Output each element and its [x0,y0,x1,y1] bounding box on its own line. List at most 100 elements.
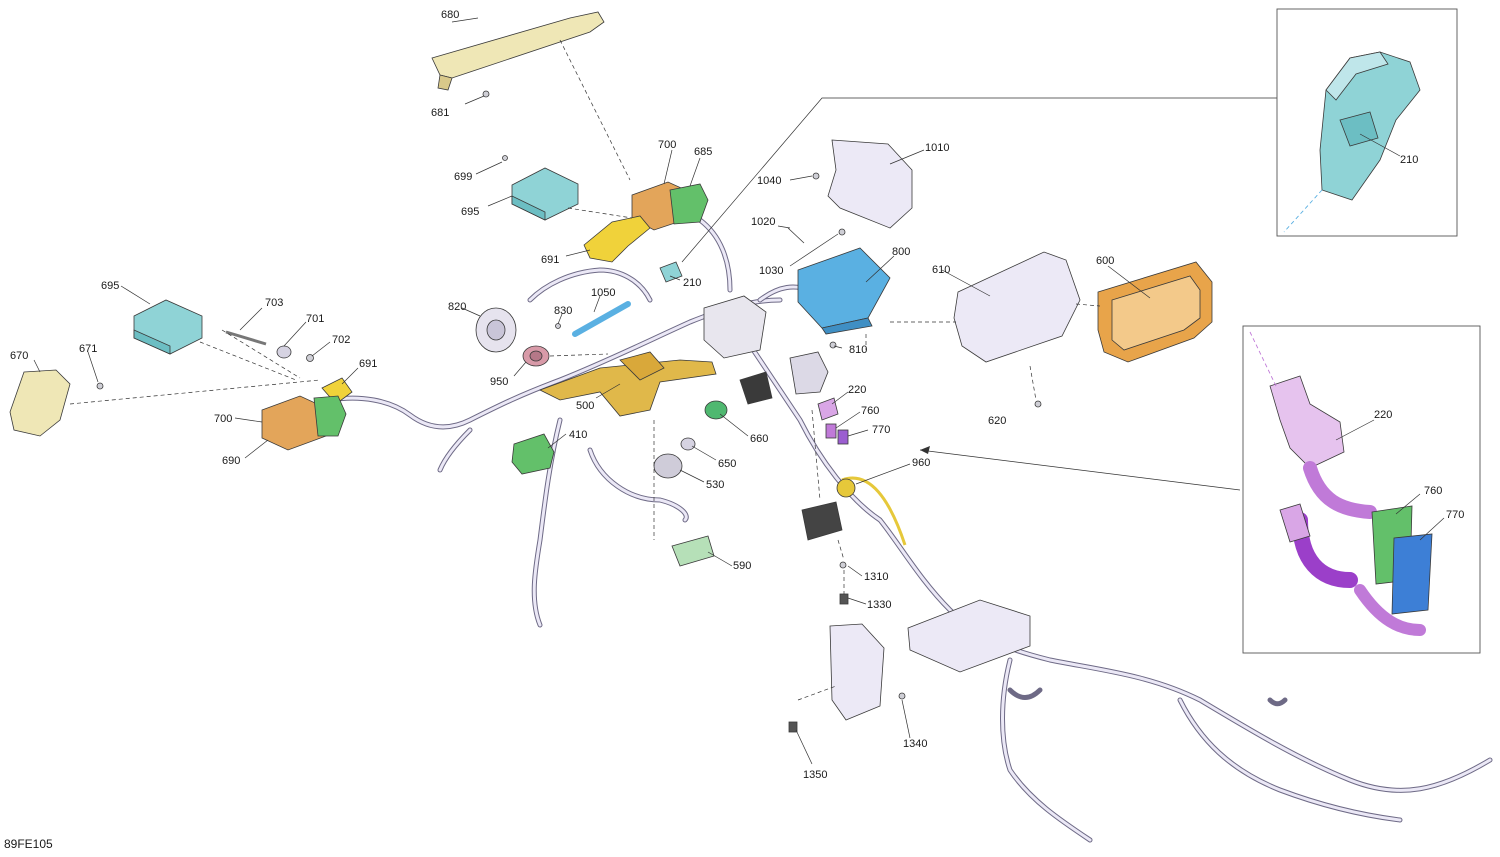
callout-1030: 1030 [759,265,783,277]
callout-820: 820 [448,301,466,313]
part-695-module-top [511,167,579,221]
leader-lines [33,17,1278,765]
part-1020-bolt [787,227,805,244]
part-671-screw [96,382,104,390]
callout-590: 590 [733,560,751,572]
part-220-connector [817,397,839,421]
callout-670: 670 [10,350,28,362]
callout-703: 703 [265,297,283,309]
callout-660: 660 [750,433,768,445]
inset-210 [1276,8,1458,237]
callout-702: 702 [332,334,350,346]
callout-700-left: 700 [214,413,232,425]
callout-681: 681 [431,107,449,119]
callout-671: 671 [79,343,97,355]
callout-960: 960 [912,457,930,469]
callout-700-top: 700 [658,139,676,151]
wire-harness [327,217,1493,843]
part-681-screw [482,90,490,98]
part-660-switch [704,400,728,420]
part-700-690-unit-left [261,395,347,451]
callout-620: 620 [988,415,1006,427]
part-691-bracket-top [583,215,651,263]
part-600-cluster [1097,261,1213,363]
part-lower-bracket [829,623,885,721]
callout-labels: 680 681 699 700 685 695 691 210 1040 101… [4,9,1464,851]
callout-210: 210 [683,277,701,289]
part-connector-dark [801,501,843,541]
callout-1330: 1330 [867,599,891,611]
part-810-screw [829,341,837,349]
callout-inset-770: 770 [1446,509,1464,521]
part-820-horn [475,307,517,353]
part-210-connector [659,261,683,283]
part-770-connector [837,429,849,445]
part-1340-screw [898,692,906,700]
part-590-switch [671,535,715,567]
part-960-connector [836,478,856,498]
part-670-bracket [9,369,71,437]
callout-950: 950 [490,376,508,388]
callout-610: 610 [932,264,950,276]
callout-500: 500 [576,400,594,412]
callout-220: 220 [848,384,866,396]
part-610-cover [953,251,1081,363]
part-650-cap [680,437,696,451]
inset-220-760-770 [1242,325,1481,654]
callout-701: 701 [306,313,324,325]
part-830-screw [555,323,561,329]
callout-770: 770 [872,424,890,436]
callout-1040: 1040 [757,175,781,187]
callout-1010: 1010 [925,142,949,154]
callout-830: 830 [554,305,572,317]
part-620-screw [1034,400,1042,408]
part-530-knob [653,453,683,479]
callout-410: 410 [569,429,587,441]
part-701-washer [276,345,292,359]
callout-650: 650 [718,458,736,470]
part-fuse-box [907,599,1031,673]
callout-685: 685 [694,146,712,158]
part-950-component [522,345,550,367]
part-703-bolt [225,330,267,346]
callout-699: 699 [454,171,472,183]
callout-600: 600 [1096,255,1114,267]
part-410-connector [511,433,555,475]
callout-1050: 1050 [591,287,615,299]
part-700-685-unit-top [631,181,709,231]
callout-760: 760 [861,405,879,417]
callout-inset-220: 220 [1374,409,1392,421]
part-junction-box [703,295,829,405]
part-1330-clip [839,593,849,605]
part-1310-screw [839,561,847,569]
callout-680: 680 [441,9,459,21]
callout-inset-760: 760 [1424,485,1442,497]
part-800-module [797,247,891,335]
callout-1310: 1310 [864,571,888,583]
callout-810: 810 [849,344,867,356]
callout-1020: 1020 [751,216,775,228]
callout-695-left: 695 [101,280,119,292]
part-680-bracket [431,11,605,91]
callout-1350: 1350 [803,769,827,781]
part-1350-clip [788,721,798,733]
callout-530: 530 [706,479,724,491]
callout-690: 690 [222,455,240,467]
figure-code: 89FE105 [4,837,53,851]
part-1010-plate [827,139,913,229]
part-500-switch [538,351,717,417]
part-760-connector [825,423,837,439]
part-1030-nut [838,228,846,236]
part-699-screw [502,155,508,161]
part-960-wire [841,476,907,546]
callout-1340: 1340 [903,738,927,750]
part-1050-strip [572,301,631,337]
callout-695-top: 695 [461,206,479,218]
callout-691-left: 691 [359,358,377,370]
callout-inset-210: 210 [1400,154,1418,166]
part-702-nut [306,354,314,362]
callout-800: 800 [892,246,910,258]
part-1040-screw [812,172,820,180]
